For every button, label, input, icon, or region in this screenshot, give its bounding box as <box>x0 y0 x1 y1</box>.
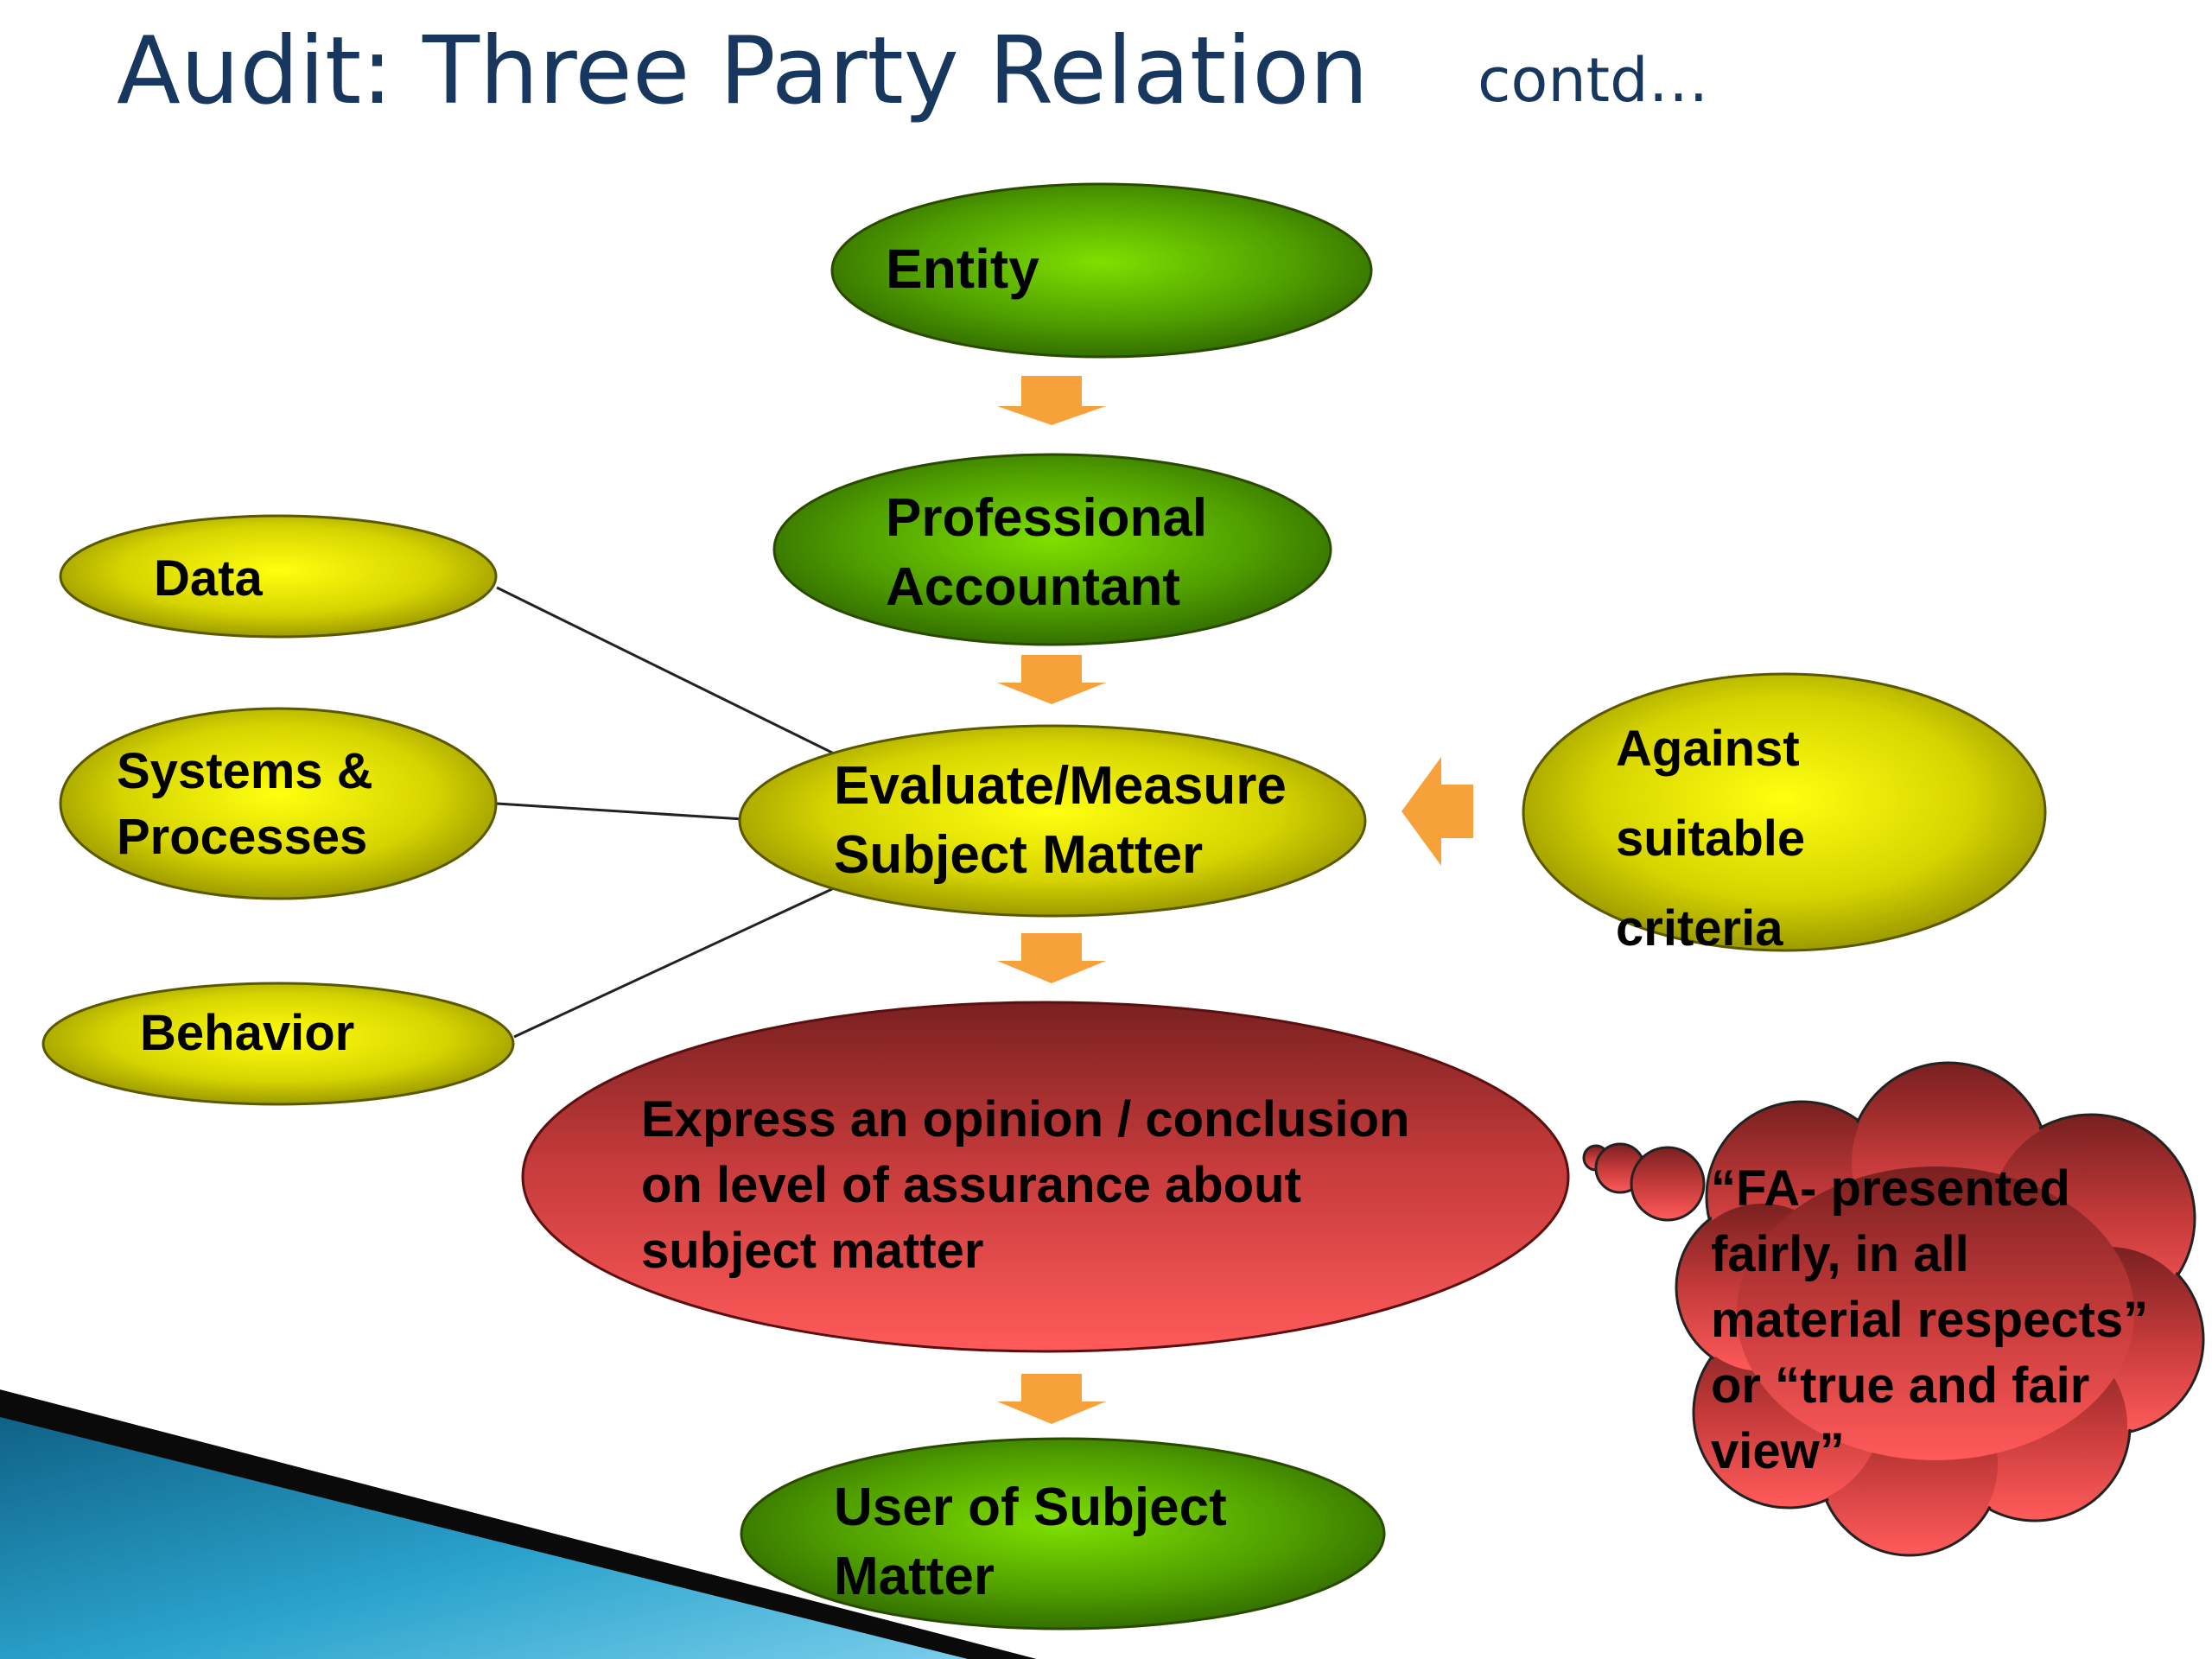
node-behavior <box>41 982 515 1106</box>
thought-bubble <box>1582 1061 2205 1557</box>
node-data <box>59 514 498 639</box>
corner-decoration <box>0 1382 1046 1659</box>
arrow-down-icon <box>997 655 1106 704</box>
node-evaluate-measure <box>738 724 1367 918</box>
node-express-opinion <box>521 1001 1570 1353</box>
node-data-label: Data <box>154 550 263 607</box>
node-evaluate-measure-label: Evaluate/Measure Subject Matter <box>834 756 1287 885</box>
slide-title: Audit: Three Party Relation <box>117 17 1369 125</box>
node-professional-accountant <box>772 453 1332 646</box>
node-user-of-subject-matter <box>740 1437 1386 1630</box>
node-entity <box>830 182 1373 359</box>
arrow-down-icon <box>997 376 1106 425</box>
node-against-criteria <box>1522 672 2047 952</box>
connector-systems <box>496 802 744 821</box>
node-behavior-label: Behavior <box>140 1005 355 1061</box>
arrow-down-icon <box>997 1374 1106 1424</box>
node-professional-accountant-label: Professional Accountant <box>886 488 1208 617</box>
node-express-opinion-label: Express an opinion / conclusion on level… <box>641 1091 1410 1279</box>
node-user-of-subject-matter-label: User of Subject Matter <box>834 1478 1227 1606</box>
arrow-down-icon <box>997 933 1106 983</box>
flow-arrows <box>997 376 1473 1424</box>
node-entity-label: Entity <box>886 238 1039 300</box>
connector-lines <box>496 586 835 1039</box>
slide-title-suffix: contd… <box>1478 45 1709 116</box>
thought-bubble-text: “FA- presented fairly, in all material r… <box>1711 1160 2149 1479</box>
node-systems-processes <box>59 707 498 900</box>
node-against-criteria-label: Against suitable criteria <box>1616 721 1806 957</box>
arrow-left-icon <box>1402 757 1473 866</box>
connector-data <box>496 586 835 755</box>
connector-behavior <box>513 887 835 1039</box>
node-systems-processes-label: Systems & Processes <box>117 743 373 865</box>
